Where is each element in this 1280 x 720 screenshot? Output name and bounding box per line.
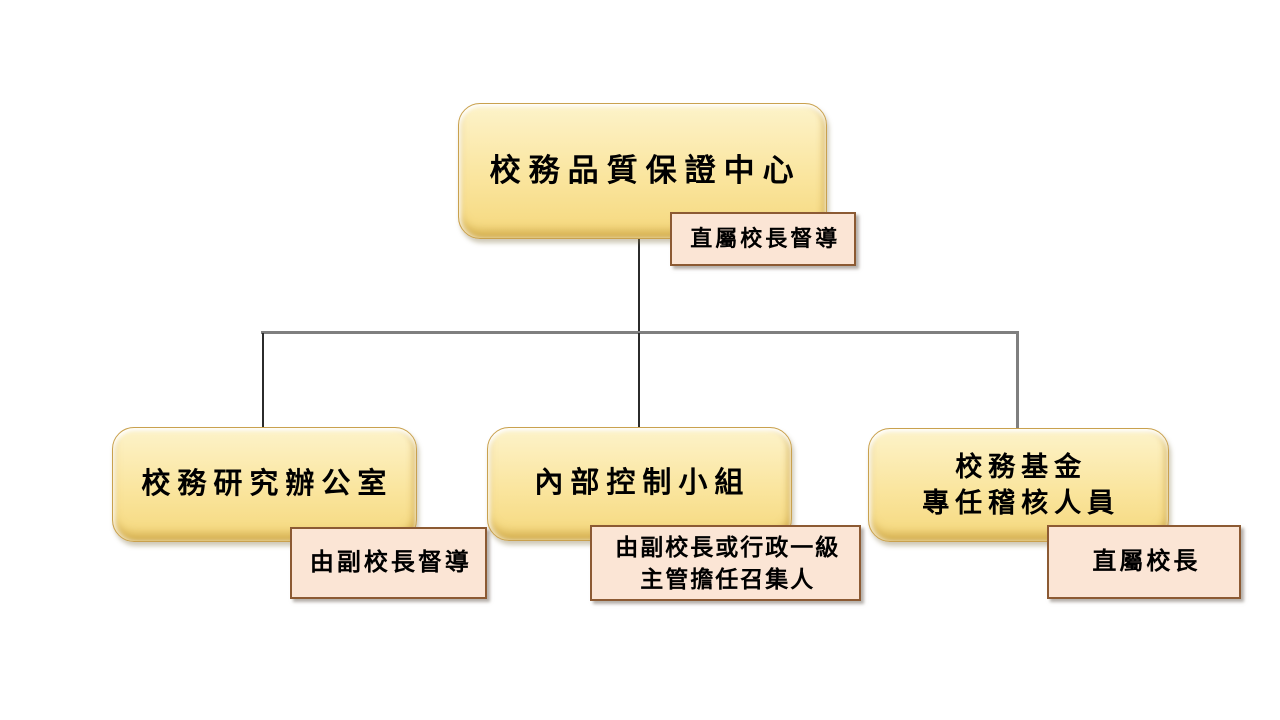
note-left-supervision: 由副校長督導: [290, 527, 487, 599]
note-right-supervision-label: 直屬校長: [1092, 548, 1201, 576]
connector-right-vertical: [1016, 333, 1019, 429]
note-middle-convener-label: 由副校長或行政一級 主管擔任召集人: [615, 533, 841, 592]
connector-root-vertical: [638, 236, 640, 333]
org-node-quality-assurance-center-label: 校務品質保證中心: [489, 153, 802, 189]
org-node-quality-assurance-center: 校務品質保證中心: [458, 103, 827, 239]
org-node-fund-audit-staff: 校務基金 專任稽核人員: [868, 428, 1169, 542]
connector-left-vertical: [262, 333, 264, 428]
note-middle-convener: 由副校長或行政一級 主管擔任召集人: [590, 525, 861, 601]
org-node-institutional-research-office: 校務研究辦公室: [112, 427, 417, 542]
note-left-supervision-label: 由副校長督導: [309, 549, 472, 577]
note-root-supervision: 直屬校長督導: [670, 212, 856, 266]
note-root-supervision-label: 直屬校長督導: [690, 225, 841, 251]
org-node-internal-control-group: 內部控制小組: [487, 427, 792, 541]
note-right-supervision: 直屬校長: [1047, 525, 1241, 599]
connector-middle-vertical: [638, 333, 640, 428]
org-node-fund-audit-staff-label: 校務基金 專任稽核人員: [922, 451, 1121, 518]
connector-horizontal-bar: [261, 331, 1019, 334]
org-node-internal-control-group-label: 內部控制小組: [534, 467, 751, 500]
org-node-institutional-research-office-label: 校務研究辦公室: [141, 467, 394, 500]
